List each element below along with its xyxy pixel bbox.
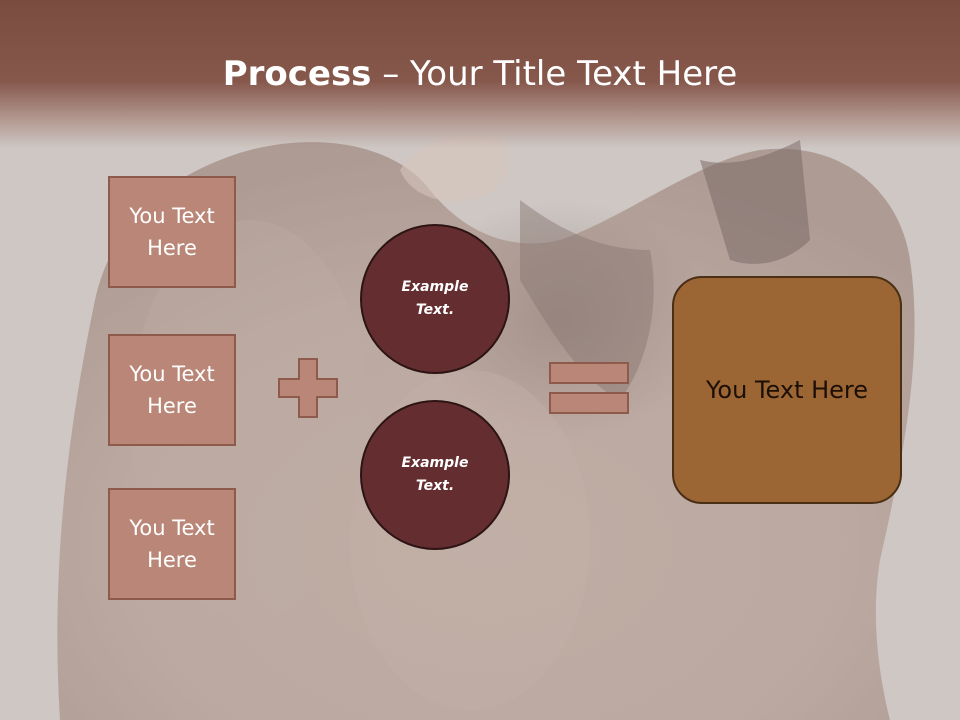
equals-icon — [549, 362, 629, 414]
title-bar — [0, 0, 960, 148]
input-box-1: You Text Here — [108, 176, 236, 288]
input-box-3-text: You Text Here — [129, 516, 215, 572]
example-circle-2: Example Text. — [360, 400, 510, 550]
slide-title: Process – Your Title Text Here — [0, 52, 960, 96]
result-box: You Text Here — [672, 276, 902, 504]
plus-icon — [278, 358, 338, 418]
title-bold: Process — [222, 54, 372, 94]
example-circle-1-text: Example Text. — [401, 279, 469, 318]
input-box-3: You Text Here — [108, 488, 236, 600]
example-circle-1: Example Text. — [360, 224, 510, 374]
input-box-2-text: You Text Here — [129, 362, 215, 418]
input-box-1-text: You Text Here — [129, 204, 215, 260]
input-box-2: You Text Here — [108, 334, 236, 446]
result-box-text: You Text Here — [705, 376, 869, 404]
example-circle-2-text: Example Text. — [401, 455, 469, 494]
title-rest: – Your Title Text Here — [371, 54, 738, 94]
